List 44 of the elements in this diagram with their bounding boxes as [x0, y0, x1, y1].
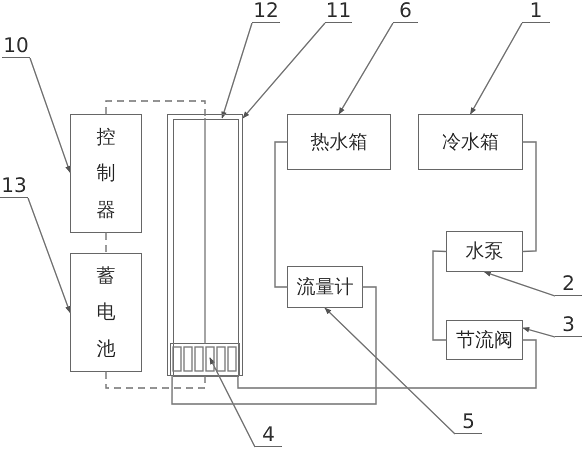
- dashed-wire: [105, 233, 107, 253]
- tank-box: [287, 114, 391, 170]
- box-label: 节流阀: [456, 328, 513, 352]
- pipe-line: [237, 339, 537, 389]
- dashed-wire: [105, 372, 206, 389]
- inner-frame: [173, 119, 239, 377]
- outer-frame: [167, 114, 243, 376]
- pipe-line: [522, 141, 537, 252]
- box-label: 蓄电池: [96, 264, 116, 362]
- leader-line: [221, 22, 253, 119]
- pipe-line: [274, 141, 287, 288]
- battery-box: [70, 253, 142, 372]
- dashed-wire: [105, 100, 206, 118]
- meter-box: [287, 266, 363, 308]
- callout-number: 11: [325, 1, 352, 23]
- leader-line: [484, 271, 556, 297]
- box-label: 水泵: [466, 239, 504, 264]
- leader-line: [338, 22, 394, 115]
- valve-box: [446, 320, 523, 360]
- callout-number: 13: [0, 176, 28, 198]
- box-label: 冷水箱: [442, 130, 499, 154]
- leader-line: [324, 308, 456, 434]
- pipe-line: [171, 286, 377, 405]
- callout-number: 3: [555, 314, 582, 337]
- leader-line: [27, 198, 71, 314]
- pump-box: [446, 231, 523, 272]
- leader-line: [242, 22, 326, 118]
- leader-line: [470, 22, 523, 115]
- leader-line: [29, 58, 71, 173]
- leader-line: [209, 357, 256, 448]
- callout-number: 5: [455, 411, 482, 434]
- callout-number: 1: [522, 1, 550, 23]
- leader-line: [522, 327, 556, 338]
- pipe-line: [432, 250, 446, 341]
- callout-number: 6: [393, 1, 418, 23]
- callout-number: 2: [555, 273, 582, 296]
- callout-number: 4: [255, 424, 282, 447]
- tank-box: [418, 114, 523, 170]
- box-label: 控制器: [96, 125, 116, 223]
- box-label: 流量计: [296, 274, 354, 300]
- box-label: 热水箱: [310, 130, 368, 154]
- callout-number: 10: [2, 36, 30, 58]
- callout-number: 12: [252, 1, 280, 23]
- controller-box: [70, 114, 142, 233]
